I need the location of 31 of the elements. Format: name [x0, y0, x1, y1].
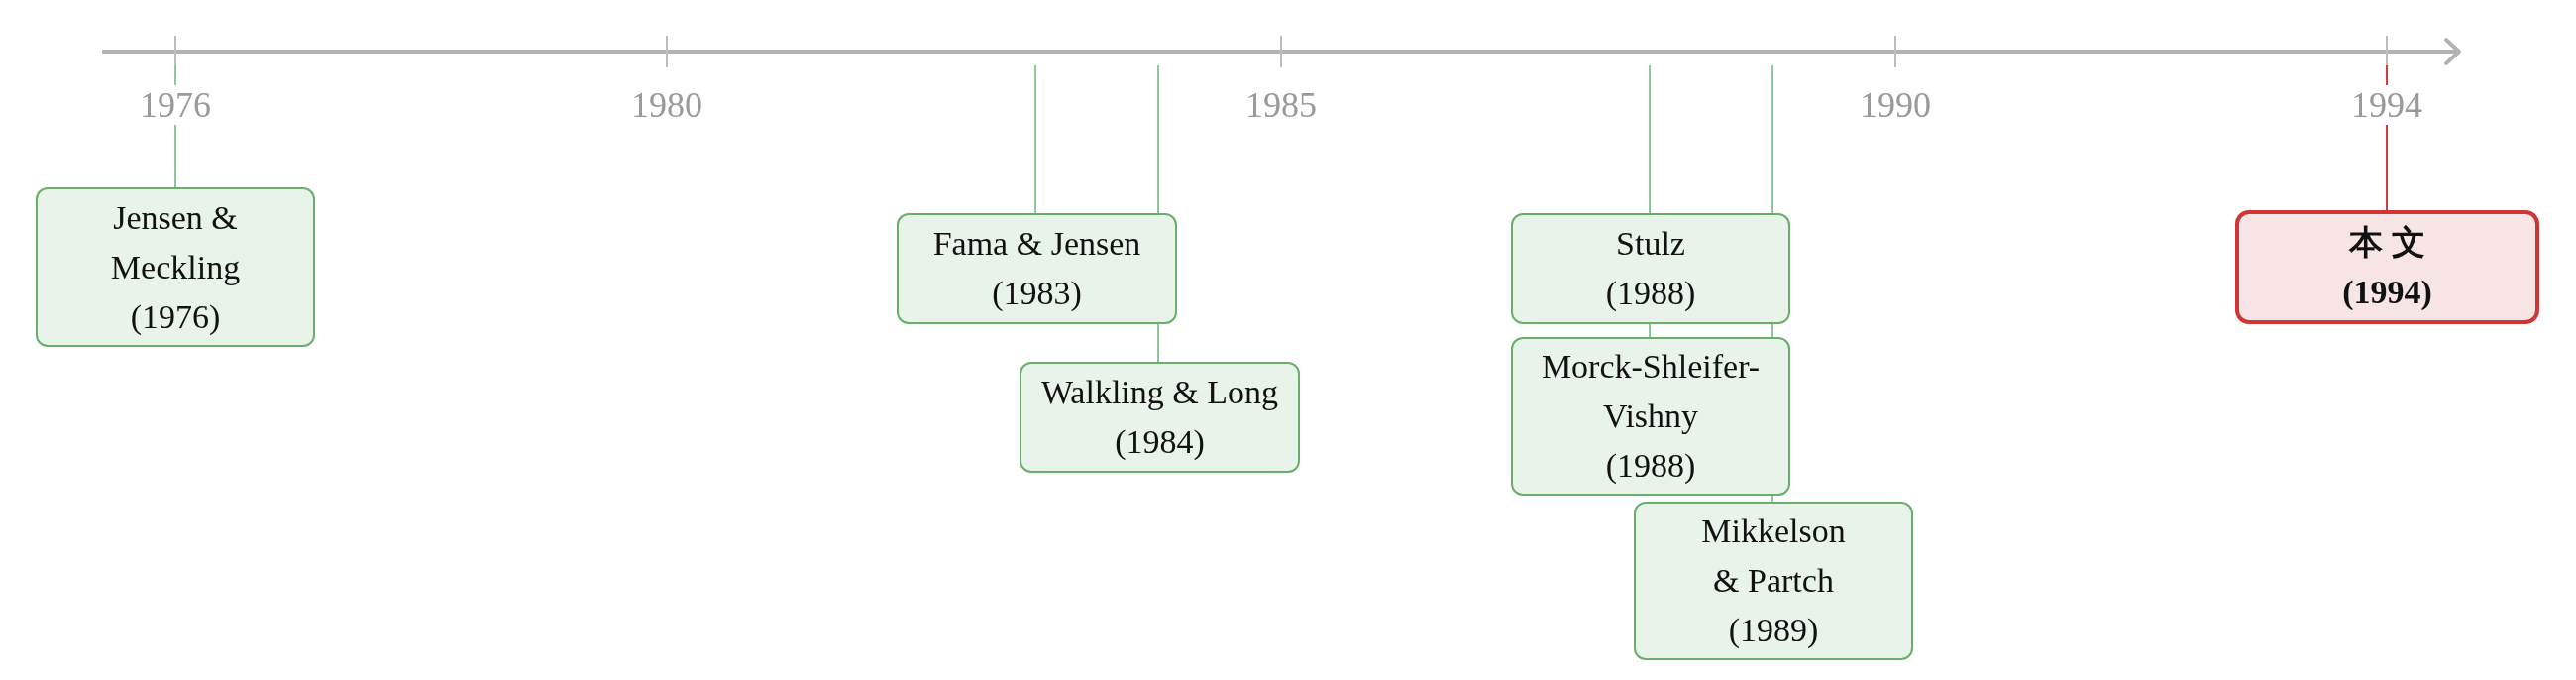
event-year: (1983) — [992, 274, 1082, 313]
event-box — [1634, 502, 1913, 660]
tick-label: 1990 — [1860, 85, 1931, 125]
event-box — [36, 187, 315, 347]
tick-label: 1985 — [1245, 85, 1317, 125]
leader-line — [174, 64, 176, 188]
event-title: Fama & Jensen — [932, 224, 1141, 264]
event-year: (1976) — [130, 296, 221, 337]
leader-line — [1034, 64, 1036, 214]
event-title: 本 文 — [2349, 222, 2425, 263]
event-box — [2235, 210, 2539, 324]
event-year: (1994) — [2342, 272, 2432, 312]
event-title: Stulz — [1616, 224, 1685, 264]
event-year: (1984) — [1115, 422, 1205, 462]
tick-label: 1994 — [2351, 85, 2422, 125]
tick-label: 1976 — [140, 85, 211, 125]
leader-line — [1771, 64, 1773, 503]
event-title: Jensen & Meckling — [109, 197, 242, 287]
event-year: (1988) — [1605, 274, 1696, 313]
event-title: Morck-Shleifer-Vishny — [1540, 347, 1762, 436]
event-title: Mikkelson & Partch — [1700, 511, 1847, 601]
event-box — [1511, 337, 1790, 496]
leader-line — [2386, 64, 2388, 211]
event-box — [1020, 362, 1300, 473]
tick-label: 1980 — [631, 85, 702, 125]
event-title: Walkling & Long — [1041, 373, 1278, 412]
leader-line — [1157, 64, 1159, 363]
event-year: (1989) — [1728, 611, 1819, 650]
event-box — [897, 213, 1177, 324]
event-year: (1988) — [1605, 446, 1696, 486]
event-box — [1511, 213, 1790, 324]
